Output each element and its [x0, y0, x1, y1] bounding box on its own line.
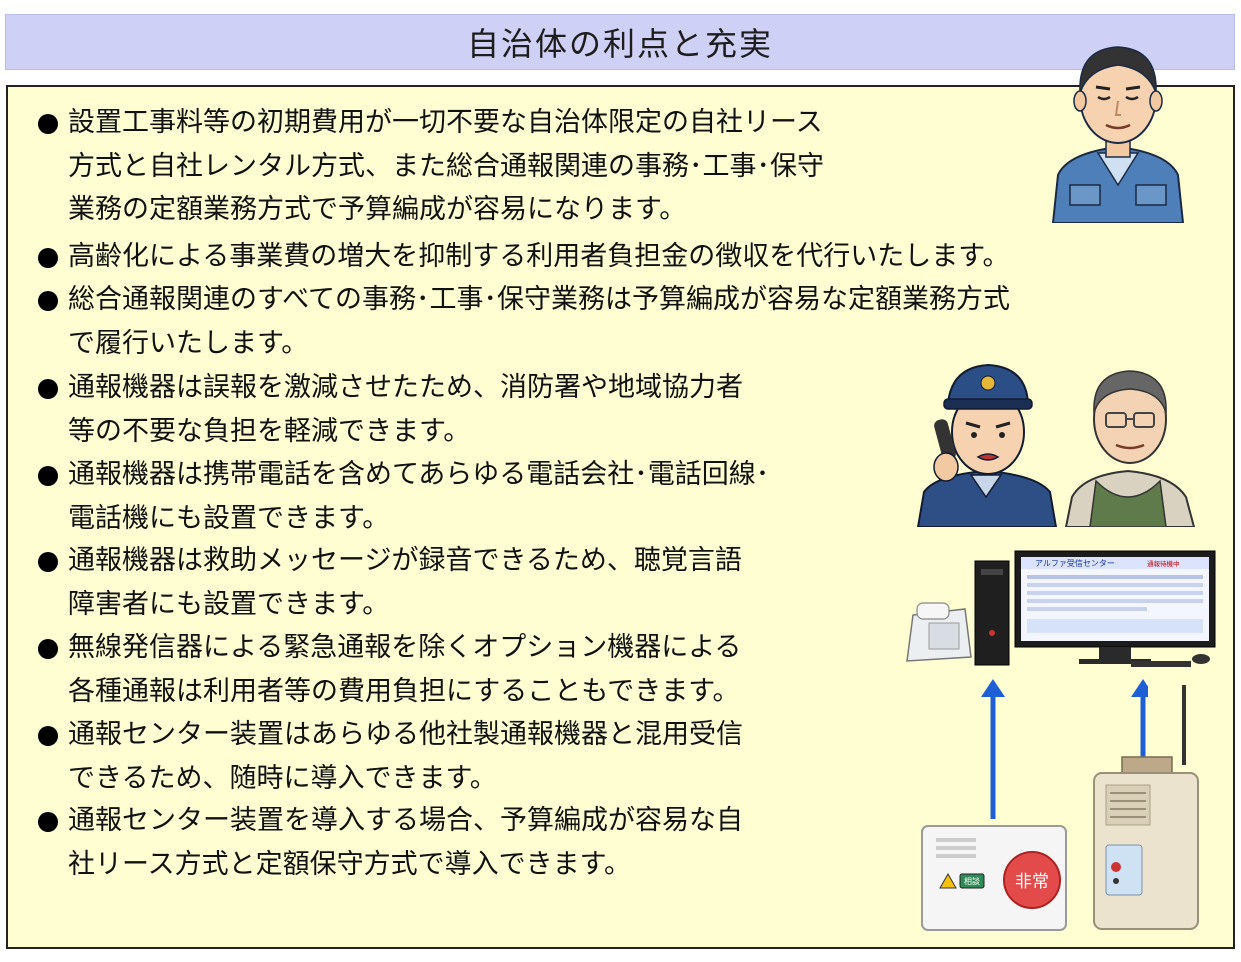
bullet-line: 設置工事料等の初期費用が一切不要な自治体限定の自社リース	[68, 107, 823, 138]
bullet-dot-icon	[38, 114, 58, 134]
bullet-item: 設置工事料等の初期費用が一切不要な自治体限定の自社リース 方式と自社レンタル方式…	[38, 101, 824, 232]
bullet-line: 障害者にも設置できます。	[68, 588, 390, 620]
bullet-line: 業務の定額業務方式で予算編成が容易になります。	[68, 194, 687, 225]
bullet-line: 通報センター装置はあらゆる他社製通報機器と混用受信	[68, 719, 743, 750]
title-bar: 自治体の利点と充実	[5, 14, 1235, 70]
bullet-line: 通報機器は誤報を激減させたため、消防署や地域協力者	[68, 372, 743, 403]
bullet-item: 通報センター装置を導入する場合、予算編成が容易な自 社リース方式と定額保守方式で…	[38, 799, 743, 886]
bullet-dot-icon	[38, 812, 58, 832]
bullet-dot-icon	[38, 466, 58, 486]
page-title: 自治体の利点と充実	[466, 25, 773, 63]
bullet-line: 通報センター装置を導入する場合、予算編成が容易な自	[68, 805, 743, 836]
bullet-dot-icon	[38, 552, 58, 572]
bullet-dot-icon	[38, 291, 58, 311]
bullet-dot-icon	[38, 379, 58, 399]
monitor-header: アルファ受信センター	[1035, 558, 1115, 568]
bullet-line: 電話機にも設置できます。	[68, 502, 390, 534]
bullet-item: 通報機器は携帯電話を含めてあらゆる電話会社･電話回線･ 電話機にも設置できます。	[38, 453, 769, 540]
wireless-transmitter	[1093, 685, 1199, 930]
bullet-item: 通報機器は誤報を激減させたため、消防署や地域協力者 等の不要な負担を軽減できます…	[38, 366, 743, 453]
content-panel: 設置工事料等の初期費用が一切不要な自治体限定の自社リース 方式と自社レンタル方式…	[6, 46, 1235, 949]
bullet-item: 高齢化による事業費の増大を抑制する利用者負担金の徴収を代行いたします。	[38, 235, 1010, 279]
bullet-item: 通報機器は救助メッセージが録音できるため、聴覚言語 障害者にも設置できます。	[38, 539, 742, 626]
bullet-item: 無線発信器による緊急通報を除くオプション機器による 各種通報は利用者等の費用負担…	[38, 626, 741, 713]
bullet-line: できるため、随時に導入できます。	[68, 762, 497, 794]
arrow-head-icon	[981, 679, 1005, 697]
consult-button-label: 相談	[964, 876, 980, 886]
monitor-status: 通報待機中	[1147, 559, 1180, 568]
arrow-head-icon	[1131, 679, 1148, 697]
bullet-dot-icon	[38, 726, 58, 746]
bullet-line: 等の不要な負担を軽減できます。	[68, 415, 471, 447]
bullet-line: 通報機器は救助メッセージが録音できるため、聴覚言語	[68, 545, 742, 576]
bullet-item: 総合通報関連のすべての事務･工事･保守業務は予算編成が容易な定額業務方式 で履行…	[38, 278, 1010, 365]
bullet-line: 社リース方式と定額保守方式で導入できます。	[68, 848, 631, 880]
bullet-dot-icon	[38, 248, 58, 268]
bullet-line: 総合通報関連のすべての事務･工事･保守業務は予算編成が容易な定額業務方式	[68, 284, 1011, 315]
bullet-dot-icon	[38, 639, 58, 659]
bullet-line: 無線発信器による緊急通報を除くオプション機器による	[68, 632, 742, 663]
bullet-line: で履行いたします。	[68, 327, 309, 359]
emergency-alarm-device: 相談 非常	[921, 825, 1067, 931]
bullet-line: 通報機器は携帯電話を含めてあらゆる電話会社･電話回線･	[68, 459, 770, 490]
bullet-line: 方式と自社レンタル方式、また総合通報関連の事務･工事･保守	[68, 150, 824, 182]
worker-illustration	[1051, 46, 1185, 223]
bullet-line: 各種通報は利用者等の費用負担にすることもできます。	[68, 675, 740, 707]
firefighter-elderly-illustration	[916, 363, 1196, 527]
emergency-button-label: 非常	[1015, 872, 1049, 892]
bullet-item: 通報センター装置はあらゆる他社製通報機器と混用受信 できるため、随時に導入できま…	[38, 713, 743, 800]
bullet-line: 高齢化による事業費の増大を抑制する利用者負担金の徴収を代行いたします。	[68, 241, 1010, 272]
reception-center-pc: アルファ受信センター 通報待機中	[906, 550, 1216, 667]
